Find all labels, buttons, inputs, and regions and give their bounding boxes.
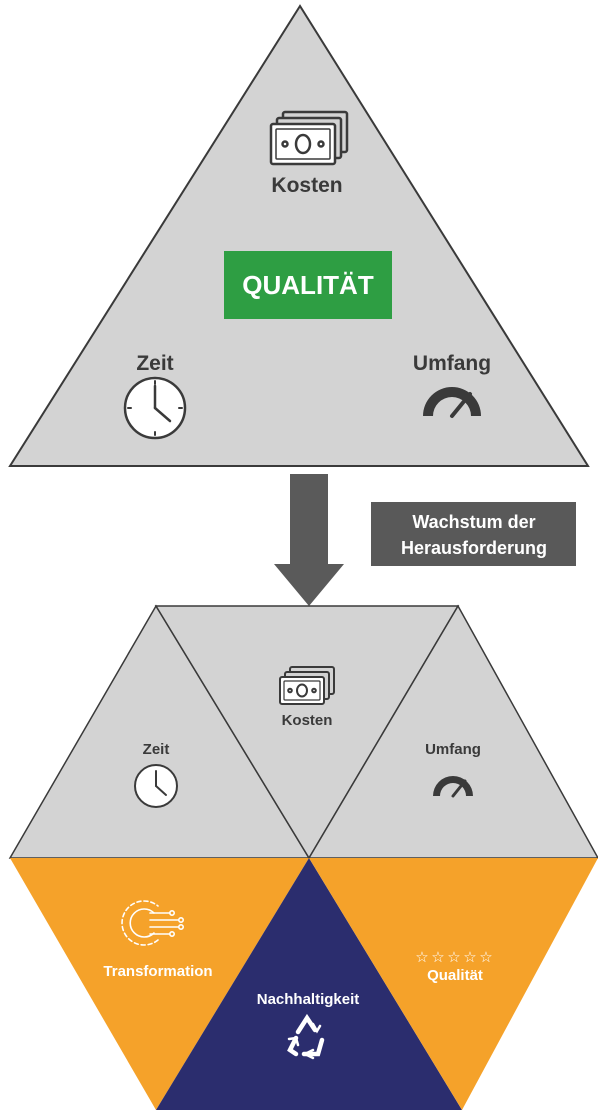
hex-scope-label: Umfang xyxy=(425,741,481,758)
hex-time-label: Zeit xyxy=(143,741,170,758)
clock-icon xyxy=(123,376,187,440)
hex-cost-label: Kosten xyxy=(282,712,333,729)
banknotes-icon xyxy=(279,666,335,705)
recycle-icon xyxy=(287,1013,325,1060)
top-time-label: Zeit xyxy=(136,352,173,375)
quality-label: Qualität xyxy=(427,967,483,984)
svg-text:☆: ☆ xyxy=(415,948,428,966)
svg-text:☆: ☆ xyxy=(447,948,460,966)
challenge-label-line2: Herausforderung xyxy=(401,538,547,558)
challenge-label-box xyxy=(371,502,576,566)
svg-text:☆: ☆ xyxy=(479,948,492,966)
sustainability-label: Nachhaltigkeit xyxy=(257,991,360,1008)
hex-right-lower-triangle xyxy=(309,858,598,1110)
svg-text:☆: ☆ xyxy=(431,948,444,966)
stars-icon: ☆ ☆ ☆ ☆ ☆ xyxy=(415,948,492,966)
down-arrow-icon xyxy=(274,474,344,606)
top-cost-label: Kosten xyxy=(271,174,342,197)
gauge-icon xyxy=(423,387,481,418)
hex-left-lower-triangle xyxy=(10,858,309,1110)
top-scope-label: Umfang xyxy=(413,352,491,375)
svg-text:☆: ☆ xyxy=(463,948,476,966)
challenge-label-line1: Wachstum der xyxy=(412,512,535,532)
clock-icon xyxy=(134,764,178,808)
top-triangle xyxy=(8,4,590,467)
quality-badge xyxy=(224,251,392,319)
hex-center-lower-triangle xyxy=(156,858,462,1110)
transformation-label: Transformation xyxy=(103,963,212,980)
quality-badge-label: QUALITÄT xyxy=(242,270,374,300)
gauge-icon xyxy=(433,776,473,798)
gear-circuit-icon xyxy=(121,900,185,946)
banknotes-icon xyxy=(269,110,349,166)
